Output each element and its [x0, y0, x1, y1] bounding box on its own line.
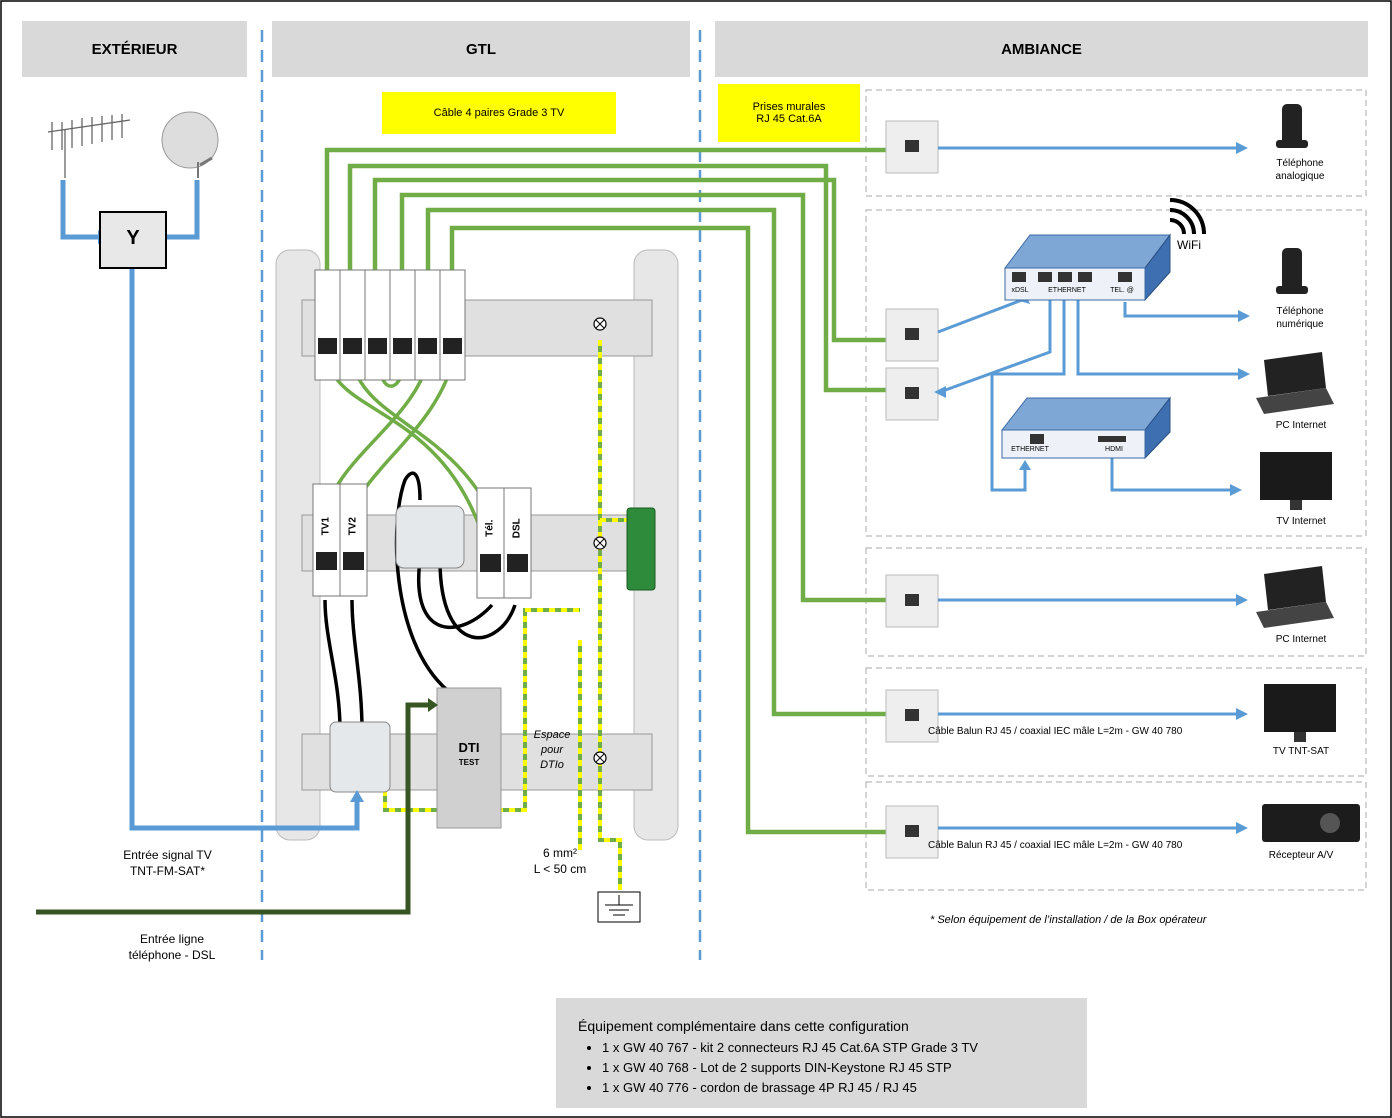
ground-symbol-icon	[597, 891, 641, 923]
pc2-label: PC Internet	[1275, 634, 1327, 645]
satellite-dish-icon	[161, 111, 219, 178]
dti-label: DTI	[458, 740, 480, 755]
dsl-label: DSL	[511, 518, 523, 539]
pc1-label: PC Internet	[1275, 420, 1327, 431]
zone-1	[865, 89, 1367, 197]
earth-wires	[383, 340, 628, 890]
wifi-icon	[1169, 198, 1206, 235]
tel-num-label: Téléphone numérique	[1260, 306, 1340, 331]
zone-2	[865, 209, 1367, 537]
entree-tel-line-2: téléphone - DSL	[128, 947, 216, 962]
zone-4	[865, 667, 1367, 777]
tel-dsl-modules	[476, 487, 532, 599]
y-splitter-box	[99, 211, 167, 269]
cable-balun-label-2: Câble Balun RJ 45 / coaxial IEC mâle L=2…	[928, 840, 1183, 851]
recepteur-label: Récepteur A/V	[1268, 850, 1334, 861]
tel-analog-label: Téléphone analogique	[1260, 158, 1340, 183]
prises-line-1: Prises murales	[752, 101, 826, 113]
tel-label: Tél.	[484, 519, 496, 537]
tv-tnt-label: TV TNT-SAT	[1272, 746, 1330, 757]
test-label: TEST	[458, 758, 480, 767]
top-rj45-ports	[318, 338, 462, 354]
entree-tv-line-2: TNT-FM-SAT*	[129, 863, 206, 878]
tel-num-line-1: Téléphone	[1276, 306, 1324, 317]
av-receiver-icon	[1262, 804, 1360, 842]
box-xdsl-label: xDSL	[1011, 287, 1029, 294]
entree-tv-label: Entrée signal TV TNT-FM-SAT*	[100, 848, 235, 879]
box-ethernet-label: ETHERNET	[1048, 287, 1086, 294]
top-rj45-modules	[314, 269, 466, 381]
espace-line-3: DTIo	[540, 759, 564, 771]
internet-box	[1003, 233, 1172, 302]
equipment-item: 1 x GW 40 776 - cordon de brassage 4P RJ…	[602, 1078, 978, 1098]
tv-internet-label: TV Internet	[1276, 516, 1326, 527]
entree-tel-line-1: Entrée ligne	[139, 932, 205, 946]
laptop-icon-1	[1256, 352, 1334, 414]
section-line-2: L < 50 cm	[533, 861, 587, 876]
entree-tv-line-1: Entrée signal TV	[123, 848, 212, 862]
box-tel-label: TEL. @	[1110, 287, 1134, 294]
dark-green-tel-input	[36, 702, 430, 915]
equipment-item: 1 x GW 40 767 - kit 2 connecteurs RJ 45 …	[602, 1038, 978, 1058]
prises-line-2: RJ 45 Cat.6A	[756, 113, 822, 125]
tv2-label: TV2	[347, 517, 359, 536]
y-splitter-label: Y	[126, 227, 140, 249]
equipment-item: 1 x GW 40 768 - Lot de 2 supports DIN-Ke…	[602, 1058, 978, 1078]
splitter-box	[395, 505, 465, 569]
header-exterior: EXTÉRIEUR	[22, 21, 247, 77]
footnote: * Selon équipement de l’installation / d…	[930, 914, 1207, 926]
earth-terminal-block	[626, 507, 656, 591]
header-gtl: GTL	[272, 21, 690, 77]
tvbox-hdmi-label: HDMI	[1105, 446, 1123, 453]
earth-section-label: 6 mm² L < 50 cm	[524, 846, 596, 877]
tv-tnt-icon	[1264, 684, 1336, 742]
header-ambiance: AMBIANCE	[715, 21, 1368, 77]
espace-line-1: Espace	[533, 729, 571, 741]
splitter-box-bottom	[329, 721, 391, 793]
digital-phone-icon	[1276, 248, 1308, 294]
wifi-label: WiFi	[1177, 238, 1201, 252]
dti-block	[436, 687, 502, 829]
tel-analog-line-1: Téléphone	[1276, 158, 1324, 169]
tvbox-ethernet-label: ETHERNET	[1011, 446, 1049, 453]
laptop-icon-2	[1256, 566, 1334, 628]
prises-murales-label: Prises murales RJ 45 Cat.6A	[718, 84, 860, 142]
zone-5	[865, 781, 1367, 891]
tv-modules	[312, 483, 368, 597]
equipment-title: Équipement complémentaire dans cette con…	[578, 1018, 909, 1034]
equipment-list: 1 x GW 40 767 - kit 2 connecteurs RJ 45 …	[582, 1038, 978, 1098]
blue-tv-input	[60, 180, 360, 831]
equipment-box: Équipement complémentaire dans cette con…	[556, 998, 1087, 1108]
analog-phone-icon	[1276, 104, 1308, 148]
wall-socket	[885, 120, 939, 859]
tv1-label: TV1	[320, 517, 332, 536]
green-cables	[324, 147, 890, 835]
espace-dtio-label: Espace pour DTIo	[524, 728, 580, 773]
antenna-icon	[47, 114, 131, 178]
section-line-1: 6 mm²	[543, 846, 577, 860]
entree-tel-label: Entrée ligne téléphone - DSL	[112, 932, 232, 963]
black-cords	[323, 471, 517, 731]
tel-num-line-2: numérique	[1276, 318, 1324, 330]
tv-box	[1000, 396, 1172, 460]
blue-outputs	[937, 146, 1240, 830]
espace-line-2: pour	[540, 744, 564, 756]
tel-analog-line-2: analogique	[1275, 170, 1325, 182]
cable-gtl-label: Câble 4 paires Grade 3 TV	[382, 92, 616, 134]
cable-balun-label-1: Câble Balun RJ 45 / coaxial IEC mâle L=2…	[928, 726, 1183, 737]
tv-internet-icon	[1260, 452, 1332, 510]
